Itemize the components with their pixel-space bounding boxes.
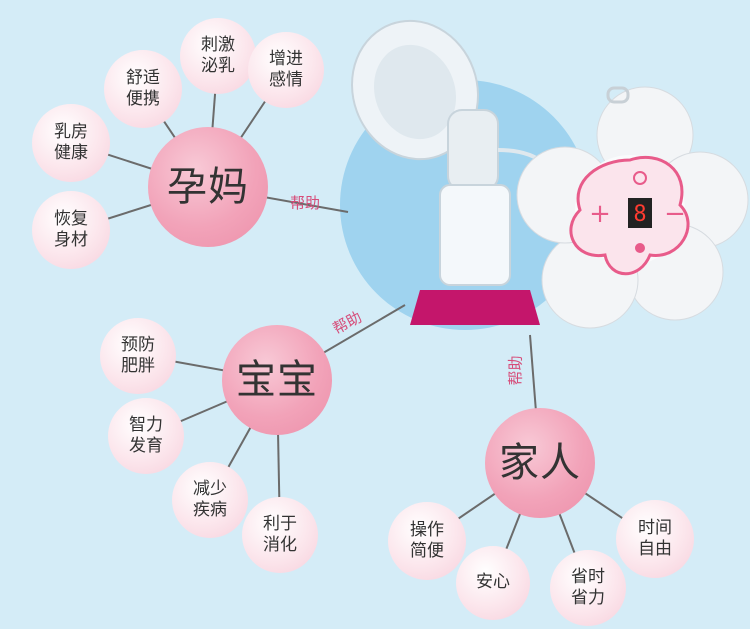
power-icon <box>633 171 647 185</box>
hub-family-label: 家人 <box>499 440 581 486</box>
hub-baby: 宝宝 <box>222 325 332 435</box>
family-benefit: 省时 省力 <box>550 550 626 626</box>
family-benefit: 时间 自由 <box>616 500 694 578</box>
pump-neck <box>447 109 499 191</box>
baby-benefit: 减少 疾病 <box>172 462 248 538</box>
baby-benefit: 智力 发育 <box>108 398 184 474</box>
mother-benefit: 乳房 健康 <box>32 104 110 182</box>
pump-base <box>410 290 540 325</box>
motor-unit: 8 + − <box>516 86 749 329</box>
help-label-mother: 帮助 <box>290 194 321 212</box>
mother-benefit: 舒适 便携 <box>104 50 182 128</box>
help-label-family: 帮助 <box>506 355 525 386</box>
mode-icon <box>635 243 645 253</box>
family-benefit: 操作 简便 <box>388 502 466 580</box>
mother-benefit: 刺激 泌乳 <box>180 18 256 94</box>
hub-mother-label: 孕妈 <box>167 164 249 210</box>
family-benefit: 安心 <box>456 546 530 620</box>
hub-baby-label: 宝宝 <box>236 357 318 403</box>
digit-display-text: 8 <box>633 202 646 227</box>
baby-benefit: 利于 消化 <box>242 497 318 573</box>
digit-display <box>628 198 652 228</box>
breast-pump-illustration <box>351 19 562 325</box>
minus-icon: − <box>664 199 686 229</box>
mother-benefit: 恢复 身材 <box>32 191 110 269</box>
motor-hang-ring <box>606 86 630 104</box>
pump-bottle <box>439 184 511 286</box>
baby-benefit: 预防 肥胖 <box>100 318 176 394</box>
hub-mother: 孕妈 <box>148 127 268 247</box>
hub-family: 家人 <box>485 408 595 518</box>
mother-benefit: 增进 感情 <box>248 32 324 108</box>
plus-icon: + <box>589 199 611 229</box>
